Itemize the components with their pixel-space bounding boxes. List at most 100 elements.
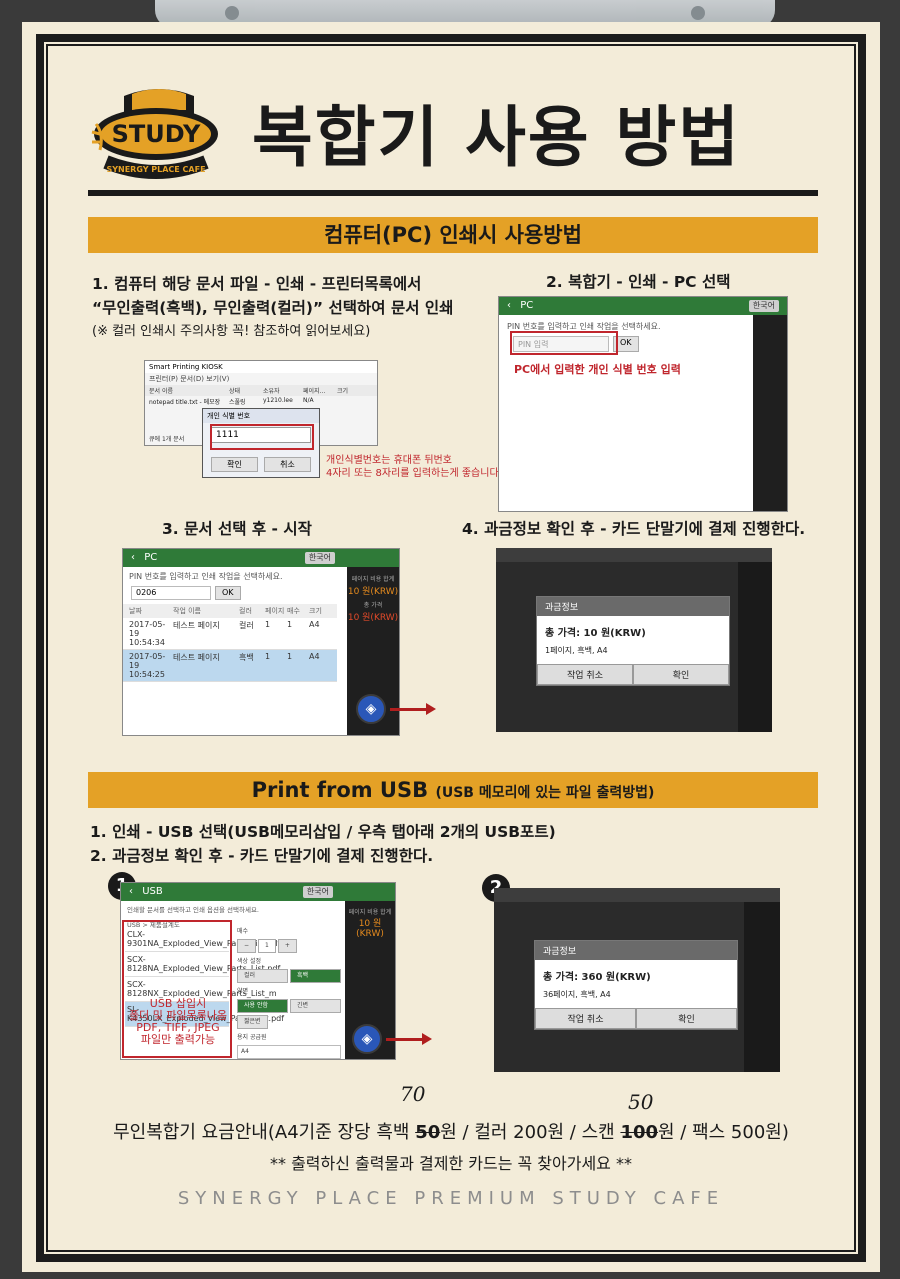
svg-text:SYNERGY PLACE CAFE: SYNERGY PLACE CAFE (106, 165, 205, 174)
pin-ok-button[interactable]: OK (613, 336, 639, 352)
paper-select[interactable]: A4 (237, 1045, 341, 1059)
pin-input[interactable]: 0206 (131, 586, 211, 600)
pin-tip: 개인식별번호는 휴대폰 뒤번호 4자리 또는 8자리를 입력하는게 좋습니다. (326, 454, 502, 480)
color-label: 색상 설정 (237, 958, 261, 965)
job-size: A4 (309, 620, 320, 629)
usb-billing-screen: 과금정보 총 가격: 360 원(KRW) 36페이지, 흑백, A4 작업 취… (494, 888, 780, 1072)
screw-icon (225, 6, 239, 20)
mono-option[interactable]: 흑백 (290, 969, 341, 983)
usb-file-item[interactable]: SCX-8128NX_Exploded_View_Parts_List_m (125, 977, 277, 1002)
copies-label: 매수 (237, 928, 249, 935)
kiosk-prompt: PIN 번호를 입력하고 인쇄 작업을 선택하세요. (129, 572, 283, 581)
billing-popup-title: 과금정보 (537, 597, 729, 616)
page-title: 복합기 사용 방법 (252, 99, 741, 176)
duplex-off-option[interactable]: 사용 안함 (237, 999, 288, 1013)
confirm-button[interactable]: 확인 (633, 664, 729, 685)
job-pages: 1 (265, 620, 271, 629)
pin-ok-button[interactable]: OK (215, 586, 241, 600)
doc-state: 스풀링 (229, 399, 246, 406)
start-button[interactable]: ◈ (356, 694, 386, 724)
pricing-prefix: 무인복합기 요금안내(A4기준 장당 흑백 (113, 1122, 416, 1143)
color-option[interactable]: 컬러 (237, 969, 288, 983)
job-pages: 1 (265, 652, 271, 661)
usb-step2: 2. 과금정보 확인 후 - 카드 단말기에 결제 진행한다. (90, 847, 434, 865)
duplex-short-option[interactable]: 짧은변 (237, 1015, 268, 1029)
increment-button[interactable]: + (277, 939, 297, 953)
window-menu[interactable]: 프린터(P) 문서(D) 보기(V) (149, 375, 230, 383)
window-title: Smart Printing KIOSK (145, 361, 377, 373)
billing-detail: 1페이지, 흑백, A4 (545, 646, 608, 655)
total-label: 총 가격 (363, 602, 383, 609)
kiosk-side-panel (753, 315, 787, 511)
pc-step4-text: 4. 과금정보 확인 후 - 카드 단말기에 결제 진행한다. (462, 520, 806, 538)
language-button[interactable]: 한국어 (302, 886, 333, 898)
usb-folder-path[interactable]: USB > 제품설계도 (127, 921, 180, 929)
col-owner: 소유자 (263, 388, 280, 395)
cost-value: 10 원(KRW) (356, 919, 384, 939)
back-icon[interactable]: ‹ (131, 552, 135, 563)
billing-popup-title: 과금정보 (535, 941, 737, 960)
pin-tip-line1: 개인식별번호는 휴대폰 뒤번호 (326, 455, 452, 466)
usb-band-title: Print from USB (251, 778, 429, 802)
job-date: 2017-05-19 10:54:25 (129, 652, 166, 679)
handwritten-bw-price: 70 (400, 1082, 426, 1106)
usb-step1: 1. 인쇄 - USB 선택(USB메모리삽입 / 우측 탭아래 2개의 USB… (90, 823, 556, 841)
cost-label: 페이지 비용 합계 (348, 909, 392, 916)
col-size: 크기 (337, 388, 349, 395)
arrow-icon (386, 1033, 432, 1045)
kiosk-header-title: PC (144, 552, 158, 563)
screw-icon (691, 6, 705, 20)
back-icon[interactable]: ‹ (129, 886, 133, 897)
kiosk-header: ‹ PC 한국어 (123, 549, 399, 567)
cancel-job-button[interactable]: 작업 취소 (535, 1008, 636, 1029)
usb-file-item[interactable]: SCX-8128NA_Exploded_View_Parts_List.pdf (125, 952, 280, 977)
pricing-mid: 원 / 컬러 200원 / 스캔 (440, 1122, 621, 1143)
cancel-job-button[interactable]: 작업 취소 (537, 664, 633, 685)
job-row[interactable]: 2017-05-19 10:54:34 테스트 페이지 컬러 1 1 A4 (123, 618, 337, 650)
inner-border (46, 44, 856, 1252)
language-button[interactable]: 한국어 (304, 552, 335, 564)
back-icon[interactable]: ‹ (507, 300, 511, 311)
duplex-long-option[interactable]: 긴변 (290, 999, 341, 1013)
decrement-button[interactable]: − (237, 939, 257, 953)
confirm-button[interactable]: 확인 (636, 1008, 737, 1029)
pin-input[interactable]: PIN 입력 (513, 336, 609, 352)
pin-input-highlight (510, 331, 618, 355)
col-size: 크기 (309, 607, 322, 615)
job-row-selected[interactable]: 2017-05-19 10:54:25 테스트 페이지 흑백 1 1 A4 (123, 650, 337, 682)
queue-row[interactable]: notepad title.txt - 메모장 스풀링 y1210.lee N/… (145, 396, 377, 407)
billing-popup: 과금정보 총 가격: 360 원(KRW) 36페이지, 흑백, A4 작업 취… (534, 940, 738, 1030)
queue-count: 큐에 1개 문서 (149, 436, 185, 443)
pin-dialog-input[interactable]: 1111 (211, 427, 311, 443)
usb-file-item[interactable]: CLX-9301NA_Exploded_View_Parts_List.pdf (125, 927, 280, 952)
pricing-suffix: 원 / 팩스 500원) (658, 1122, 789, 1143)
kiosk-pin-screen: ‹ PC 한국어 PIN 번호를 입력하고 인쇄 작업을 선택하세요. PIN … (498, 296, 788, 512)
job-copies: 1 (287, 652, 293, 661)
start-button[interactable]: ◈ (352, 1024, 382, 1054)
pc-step3-text: 3. 문서 선택 후 - 시작 (162, 520, 312, 538)
job-name: 테스트 페이지 (173, 653, 220, 662)
title-rule (88, 190, 818, 196)
billing-detail: 36페이지, 흑백, A4 (543, 990, 611, 999)
usb-note-line: USB 삽입시 (149, 997, 207, 1010)
study-cafe-logo: STUDY SYNERGY PLACE CAFE (91, 89, 218, 179)
usb-note-line: 폴더 및 파일목록나옴 (128, 1009, 228, 1022)
pin-cancel-button[interactable]: 취소 (264, 457, 311, 472)
usb-file-item-selected[interactable]: SL-K4350LX_Exploded_View_Parts_List.pdf (125, 1002, 284, 1027)
usb-file-highlight (122, 920, 232, 1058)
arrow-icon (390, 703, 436, 715)
paper-label: 용지 공급원 (237, 1034, 267, 1041)
handwritten-scan-price: 50 (628, 1090, 654, 1114)
doc-pages: N/A (303, 397, 314, 404)
usb-note: USB 삽입시 폴더 및 파일목록나옴 PDF, TIFF, JPEG 파일만 … (126, 998, 230, 1046)
pin-ok-button[interactable]: 확인 (211, 457, 258, 472)
doc-name: notepad title.txt - 메모장 (149, 399, 221, 406)
kiosk-prompt: 인쇄할 문서를 선택하고 인쇄 옵션을 선택하세요. (127, 906, 259, 914)
step1-line2: “무인출력(흑백), 무인출력(컬러)” 선택하여 문서 인쇄 (92, 299, 454, 317)
total-value: 10 원(KRW) (347, 613, 399, 623)
language-button[interactable]: 한국어 (748, 300, 779, 312)
queue-header: 문서 이름 상태 소유자 페이지... 크기 (145, 385, 377, 396)
kiosk-header-title: PC (520, 300, 534, 311)
step1-note: (※ 컬러 인쇄시 주의사항 꼭! 참조하여 읽어보세요) (92, 324, 371, 339)
copies-value[interactable]: 1 (258, 939, 276, 953)
